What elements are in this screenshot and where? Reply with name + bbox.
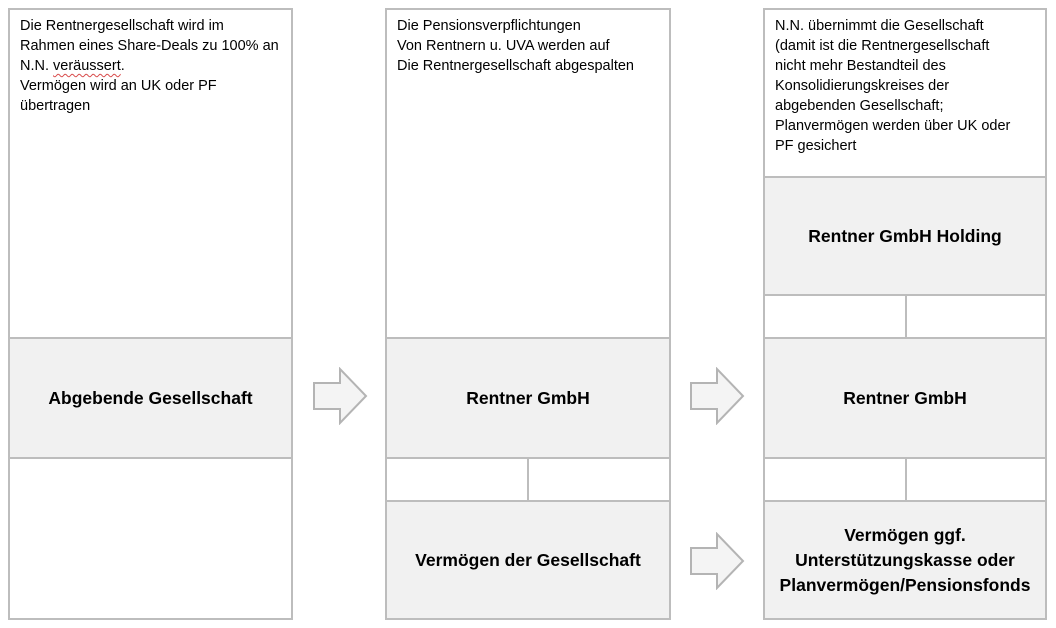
column-nn-holding: N.N. übernimmt die Gesellschaft (damit i… [763, 8, 1047, 620]
column-rentner-gmbh: Die Pensionsverpflichtungen Von Rentnern… [385, 8, 671, 620]
description-box: N.N. übernimmt die Gesellschaft (damit i… [763, 8, 1047, 178]
entity-box: Rentner GmbH [385, 337, 671, 459]
description-line: Konsolidierungskreises der [775, 78, 950, 94]
assets-label: Vermögen der Gesellschaft [415, 549, 641, 570]
description-line: Die Pensionsverpflichtungen [397, 18, 581, 34]
assets-label: Vermögen ggf. Unterstützungskasse oder P… [780, 523, 1031, 598]
connector-cell [763, 457, 907, 502]
description-box: Die Rentnergesellschaft wird im Rahmen e… [8, 8, 293, 339]
entity-box: Rentner GmbH [763, 337, 1047, 459]
entity-label: Rentner GmbH [843, 387, 967, 408]
connector-cell [763, 294, 907, 339]
assets-box: Vermögen ggf. Unterstützungskasse oder P… [763, 500, 1047, 620]
right-arrow-icon [312, 366, 368, 426]
description-line: übertragen [20, 98, 91, 114]
holding-label: Rentner GmbH Holding [808, 225, 1002, 246]
assets-line: Planvermögen/Pensionsfonds [779, 574, 1031, 595]
entity-label: Rentner GmbH [466, 387, 590, 408]
description-text: N.N. [20, 58, 54, 74]
connector-cell [905, 457, 1047, 502]
description-line: Planvermögen werden über UK oder [775, 118, 1011, 134]
description-line: Rahmen eines Share-Deals zu 100% an [20, 38, 279, 54]
description-line: (damit ist die Rentnergesellschaft [775, 38, 990, 54]
description-line: Vermögen wird an UK oder PF [20, 78, 217, 94]
description-line: Die Rentnergesellschaft abgespalten [397, 58, 634, 74]
assets-box: Vermögen der Gesellschaft [385, 500, 671, 620]
connector-cell [905, 294, 1047, 339]
connector-cell [385, 457, 529, 502]
description-line: Die Rentnergesellschaft wird im [20, 18, 224, 34]
column-abgebende-gesellschaft: Die Rentnergesellschaft wird im Rahmen e… [8, 8, 293, 620]
entity-label: Abgebende Gesellschaft [48, 387, 253, 408]
description-line: PF gesichert [775, 138, 857, 154]
description-line: N.N. übernimmt die Gesellschaft [775, 18, 984, 34]
description-line: N.N. veräussert. [20, 56, 281, 76]
description-line: Von Rentnern u. UVA werden auf [397, 38, 610, 54]
entity-box: Abgebende Gesellschaft [8, 337, 293, 459]
description-line: abgebenden Gesellschaft; [775, 98, 944, 114]
spellcheck-flagged-word: veräussert [53, 58, 121, 74]
holding-box: Rentner GmbH Holding [763, 176, 1047, 296]
description-line: nicht mehr Bestandteil des [775, 58, 946, 74]
description-text: . [120, 58, 125, 74]
connector-cell [527, 457, 671, 502]
description-box: Die Pensionsverpflichtungen Von Rentnern… [385, 8, 671, 339]
right-arrow-icon [689, 366, 745, 426]
assets-line: Unterstützungskasse oder [795, 549, 1015, 570]
assets-line: Vermögen ggf. [844, 524, 966, 545]
right-arrow-icon [689, 531, 745, 591]
empty-box [8, 457, 293, 620]
